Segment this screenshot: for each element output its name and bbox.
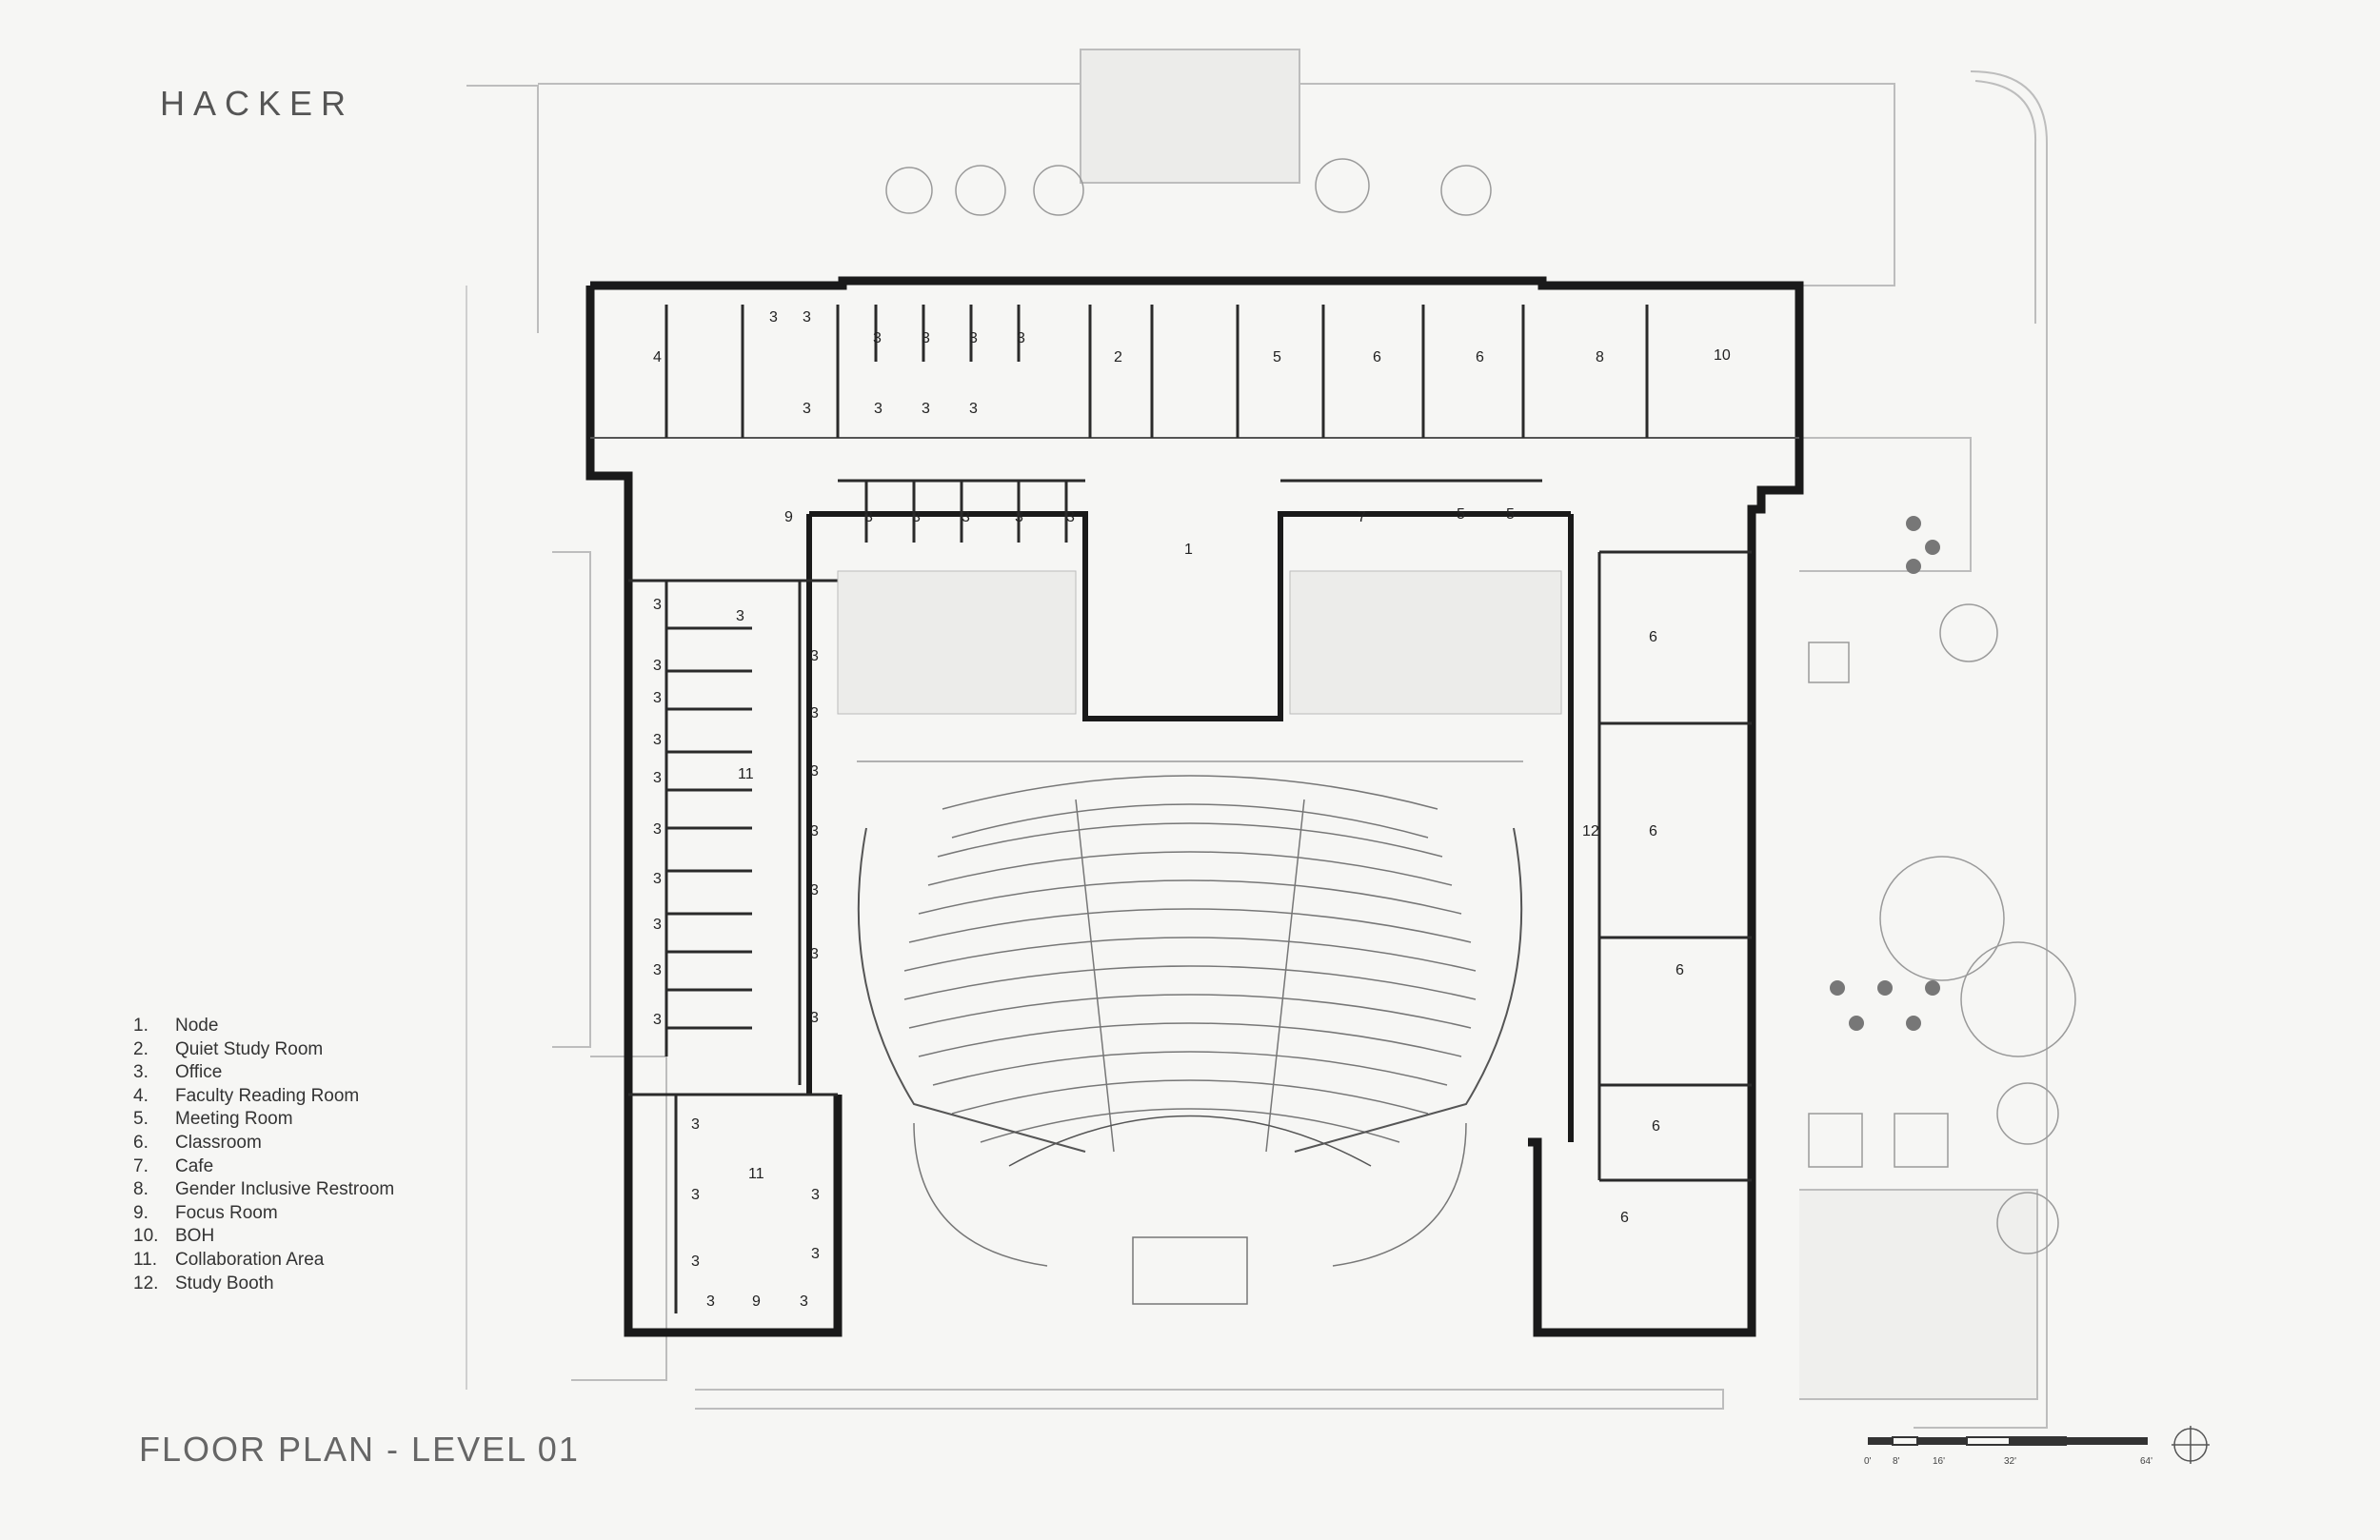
room-label-office: 3: [873, 330, 882, 346]
room-label-office: 3: [653, 871, 662, 887]
room-label-office: 3: [653, 597, 662, 613]
room-label-office: 3: [969, 401, 978, 417]
amphitheater: [857, 760, 1523, 1305]
room-label-office: 3: [653, 770, 662, 786]
courtyard-paving: [837, 570, 1562, 715]
room-label-office: 3: [803, 309, 811, 326]
room-label-office: 3: [810, 882, 819, 898]
room-label-focus: 9: [752, 1293, 761, 1310]
room-label-faculty-reading: 4: [653, 349, 662, 365]
legend-item: 1.Node: [133, 1016, 219, 1036]
room-label-office: 3: [811, 1187, 820, 1203]
room-label-classroom: 6: [1649, 823, 1657, 839]
room-label-office: 3: [653, 1012, 662, 1028]
room-label-office: 3: [874, 401, 883, 417]
room-label-office: 3: [653, 821, 662, 838]
room-label-office: 3: [769, 309, 778, 326]
room-label-office: 3: [653, 690, 662, 706]
room-label-office: 3: [810, 1010, 819, 1026]
legend-item: 2.Quiet Study Room: [133, 1038, 324, 1059]
legend-item: 11.Collaboration Area: [133, 1249, 325, 1270]
room-label-classroom: 6: [1649, 629, 1657, 645]
room-label-meeting: 5: [1273, 349, 1281, 365]
room-label-office: 3: [653, 917, 662, 933]
room-label-office: 3: [810, 763, 819, 780]
room-label-office: 3: [1015, 509, 1023, 525]
room-label-office: 3: [922, 401, 930, 417]
room-label-office: 3: [810, 823, 819, 839]
room-label-office: 3: [736, 608, 744, 624]
room-label-office: 3: [810, 648, 819, 664]
room-label-collaboration: 11: [738, 766, 754, 782]
room-label-office: 3: [691, 1187, 700, 1203]
room-label-office: 3: [810, 705, 819, 721]
room-label-classroom: 6: [1373, 349, 1381, 365]
legend-item: 3.Office: [133, 1062, 223, 1083]
room-label-office: 3: [653, 732, 662, 748]
room-label-node: 1: [1184, 542, 1193, 558]
room-label-meeting: 5: [1457, 506, 1465, 523]
room-label-office: 3: [864, 509, 873, 525]
scale-label: 8': [1893, 1456, 1900, 1467]
plan-title: FLOOR PLAN - LEVEL 01: [139, 1430, 580, 1469]
room-label-office: 3: [1017, 330, 1025, 346]
building-walls: [585, 276, 1804, 1337]
room-label-classroom: 6: [1652, 1118, 1660, 1135]
scale-label: 0': [1864, 1456, 1872, 1467]
room-label-classroom: 6: [1620, 1210, 1629, 1226]
legend-item: 7.Cafe: [133, 1155, 214, 1176]
room-label-office: 3: [810, 946, 819, 962]
room-label-restroom: 8: [1596, 349, 1604, 365]
room-labels: 1 2 3 3 3 3 3 3 3 3 3 3 3 3 3 3 3 3 3 3 …: [653, 309, 1731, 1310]
room-label-office: 3: [969, 330, 978, 346]
room-label-office: 3: [691, 1116, 700, 1133]
room-label-office: 3: [922, 330, 930, 346]
room-label-focus: 9: [784, 509, 793, 525]
scale-bar: 0' 8' 16' 32' 64': [1864, 1436, 2152, 1467]
room-label-office: 3: [912, 509, 921, 525]
room-label-office: 3: [800, 1293, 808, 1310]
room-label-study-booth: 12: [1582, 823, 1599, 839]
room-label-office: 3: [653, 658, 662, 674]
room-label-office: 3: [691, 1254, 700, 1270]
legend-item: 9.Focus Room: [133, 1202, 278, 1223]
legend-item: 4.Faculty Reading Room: [133, 1085, 360, 1106]
room-label-office: 3: [706, 1293, 715, 1310]
room-label-classroom: 6: [1676, 962, 1684, 978]
scale-label: 64': [2140, 1456, 2152, 1467]
legend-item: 12.Study Booth: [133, 1273, 274, 1293]
north-arrow-icon: [2172, 1426, 2210, 1464]
interior-partitions: [590, 305, 1799, 1313]
room-label-office: 3: [962, 509, 970, 525]
firm-logo: HACKER: [160, 84, 355, 123]
scale-label: 16': [1933, 1456, 1945, 1467]
planters: [1830, 516, 1940, 1031]
site-context: [466, 49, 2048, 1429]
room-label-classroom: 6: [1476, 349, 1484, 365]
room-label-office: 3: [653, 962, 662, 978]
room-label-collaboration: 11: [748, 1166, 764, 1182]
room-label-office: 3: [1066, 509, 1075, 525]
scale-label: 32': [2004, 1456, 2016, 1467]
room-label-quiet-study: 2: [1114, 349, 1122, 365]
room-label-office: 3: [811, 1246, 820, 1262]
legend-item: 5.Meeting Room: [133, 1109, 293, 1130]
room-label-office: 3: [803, 401, 811, 417]
trees: [885, 158, 2076, 1254]
legend: 1.Node 2.Quiet Study Room 3.Office 4.Fac…: [133, 1015, 394, 1295]
room-label-boh: 10: [1714, 347, 1731, 364]
room-label-cafe: 7: [1358, 509, 1366, 525]
room-label-meeting: 5: [1506, 506, 1515, 523]
legend-item: 8.Gender Inclusive Restroom: [133, 1179, 395, 1200]
legend-item: 6.Classroom: [133, 1132, 262, 1153]
legend-item: 10.BOH: [133, 1226, 215, 1247]
